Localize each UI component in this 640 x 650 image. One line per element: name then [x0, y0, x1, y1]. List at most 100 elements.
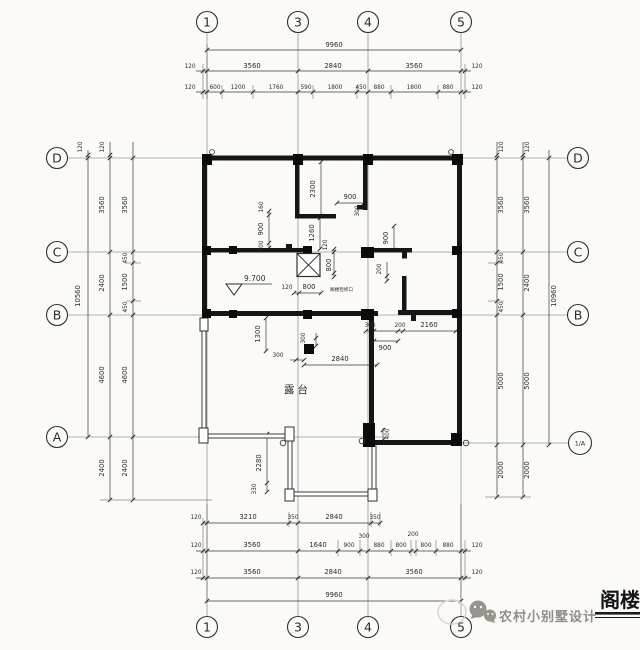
dim-label: 120 — [78, 141, 84, 152]
dim-label: 3560 — [98, 196, 106, 213]
dim-label: 450 — [123, 252, 129, 263]
dim-label: 300 — [364, 323, 375, 329]
dim-label: 9960 — [325, 591, 342, 599]
wechat-icon — [469, 600, 496, 623]
interior-dimension-labels: 2300 900 300 160 900 200 1260 120 800 12… — [252, 180, 438, 494]
axis-label: D — [573, 151, 583, 166]
axis-label: 4 — [364, 15, 372, 30]
axis-label: C — [53, 245, 62, 260]
dim-label: 300 — [358, 534, 369, 540]
dim-label: 4600 — [121, 366, 129, 383]
top-dimension-labels: 9960 120 3560 2840 3560 120 120 600 1200… — [184, 41, 482, 91]
dim-label: 200 — [407, 532, 418, 538]
axis-label: 5 — [457, 620, 465, 635]
faint-logo — [437, 599, 467, 625]
dim-label: 200 — [394, 323, 405, 329]
dim-label: 1260 — [308, 224, 316, 241]
dim-label: 2840 — [325, 513, 342, 521]
dim-label: 120 — [499, 141, 505, 152]
dim-label: 120 — [471, 85, 482, 91]
dim-label: 120 — [100, 141, 106, 152]
dim-label: 1500 — [121, 273, 129, 290]
dim-label: 300 — [355, 205, 361, 216]
dim-label: 200 — [377, 263, 383, 274]
dim-label: 880 — [373, 543, 384, 549]
axis-label: B — [574, 308, 583, 323]
dim-label: 800 — [420, 543, 431, 549]
watermark-text: 农村小别墅设计 — [498, 609, 597, 625]
dim-label: 120 — [190, 515, 201, 521]
dim-label: 120 — [184, 64, 195, 70]
dim-label: 450 — [499, 301, 505, 312]
left-dimension-labels: 120 10560 120 3560 2400 4600 2400 3560 4… — [74, 141, 129, 476]
dim-label: 160 — [259, 201, 265, 212]
dim-label: 2400 — [98, 459, 106, 476]
dim-label: 3560 — [497, 196, 505, 213]
drawing-title: 阁楼 — [600, 588, 640, 612]
dim-label: 1640 — [309, 541, 326, 549]
dim-label: 800 — [303, 283, 316, 291]
dim-label: 880 — [373, 85, 384, 91]
dim-label: 2840 — [331, 355, 348, 363]
dim-label: 2400 — [121, 459, 129, 476]
walls — [202, 155, 463, 446]
annotations: 露台 阁楼检修口 — [284, 286, 353, 396]
dim-label: 5000 — [497, 372, 505, 389]
dim-label: 880 — [442, 543, 453, 549]
dim-label: 3560 — [405, 568, 422, 576]
dim-label: 2160 — [420, 321, 437, 329]
dim-label: 1200 — [231, 85, 246, 91]
dim-label: 120 — [190, 570, 201, 576]
dim-label: 10960 — [550, 285, 558, 307]
dim-label: 300 — [301, 332, 307, 343]
dim-label: 2840 — [324, 62, 341, 70]
dim-label: 3560 — [405, 62, 422, 70]
right-dimension-labels: 120 3560 450 1500 450 5000 2000 120 3560… — [497, 141, 558, 478]
dim-label: 120 — [471, 543, 482, 549]
hatch-note: 阁楼检修口 — [330, 286, 353, 293]
dim-label: 350 — [369, 515, 380, 521]
dim-label: 800 — [395, 543, 406, 549]
dim-label: 880 — [442, 85, 453, 91]
dim-label: 450 — [123, 301, 129, 312]
dim-label: 590 — [300, 85, 311, 91]
dim-label: 3560 — [523, 196, 531, 213]
axis-label: D — [52, 151, 62, 166]
columns — [202, 154, 463, 447]
dim-label: 800 — [325, 259, 333, 272]
dim-label: 200 — [259, 240, 265, 251]
extension-lines — [100, 44, 531, 603]
axis-grid — [68, 33, 568, 616]
dim-label: 450 — [499, 252, 505, 263]
dim-label: 330 — [252, 483, 258, 494]
dim-label: 120 — [525, 141, 531, 152]
terrace-walls — [198, 317, 378, 502]
wall-end-markers — [209, 149, 470, 447]
dim-label: 450 — [355, 85, 366, 91]
axis-label: B — [53, 308, 62, 323]
dim-label: 1800 — [407, 85, 422, 91]
dim-label: 600 — [209, 85, 220, 91]
dim-label: 2000 — [523, 461, 531, 478]
dim-label: 3560 — [243, 62, 260, 70]
dim-label: 900 — [379, 344, 392, 352]
axis-label: 3 — [294, 15, 302, 30]
terrace-label: 露台 — [284, 383, 311, 396]
dim-label: 2280 — [255, 454, 263, 471]
bottom-dimension-labels: 120 3210 350 2840 350 120 3560 1640 900 … — [190, 513, 482, 599]
axis-label: 4 — [364, 620, 372, 635]
dim-label: 2000 — [497, 461, 505, 478]
dim-label: 4600 — [98, 366, 106, 383]
dim-label: 120 — [471, 64, 482, 70]
dim-label: 1760 — [269, 85, 284, 91]
axis-label: 3 — [294, 620, 302, 635]
dim-label: 350 — [287, 515, 298, 521]
axis-label: 1/A — [575, 441, 586, 448]
axis-label: 1 — [203, 15, 211, 30]
level-marker: 9.700 — [225, 274, 266, 296]
dim-label: 3560 — [243, 568, 260, 576]
dim-label: 2300 — [309, 180, 317, 197]
axis-label: 5 — [457, 15, 465, 30]
dim-label: 120 — [184, 85, 195, 91]
